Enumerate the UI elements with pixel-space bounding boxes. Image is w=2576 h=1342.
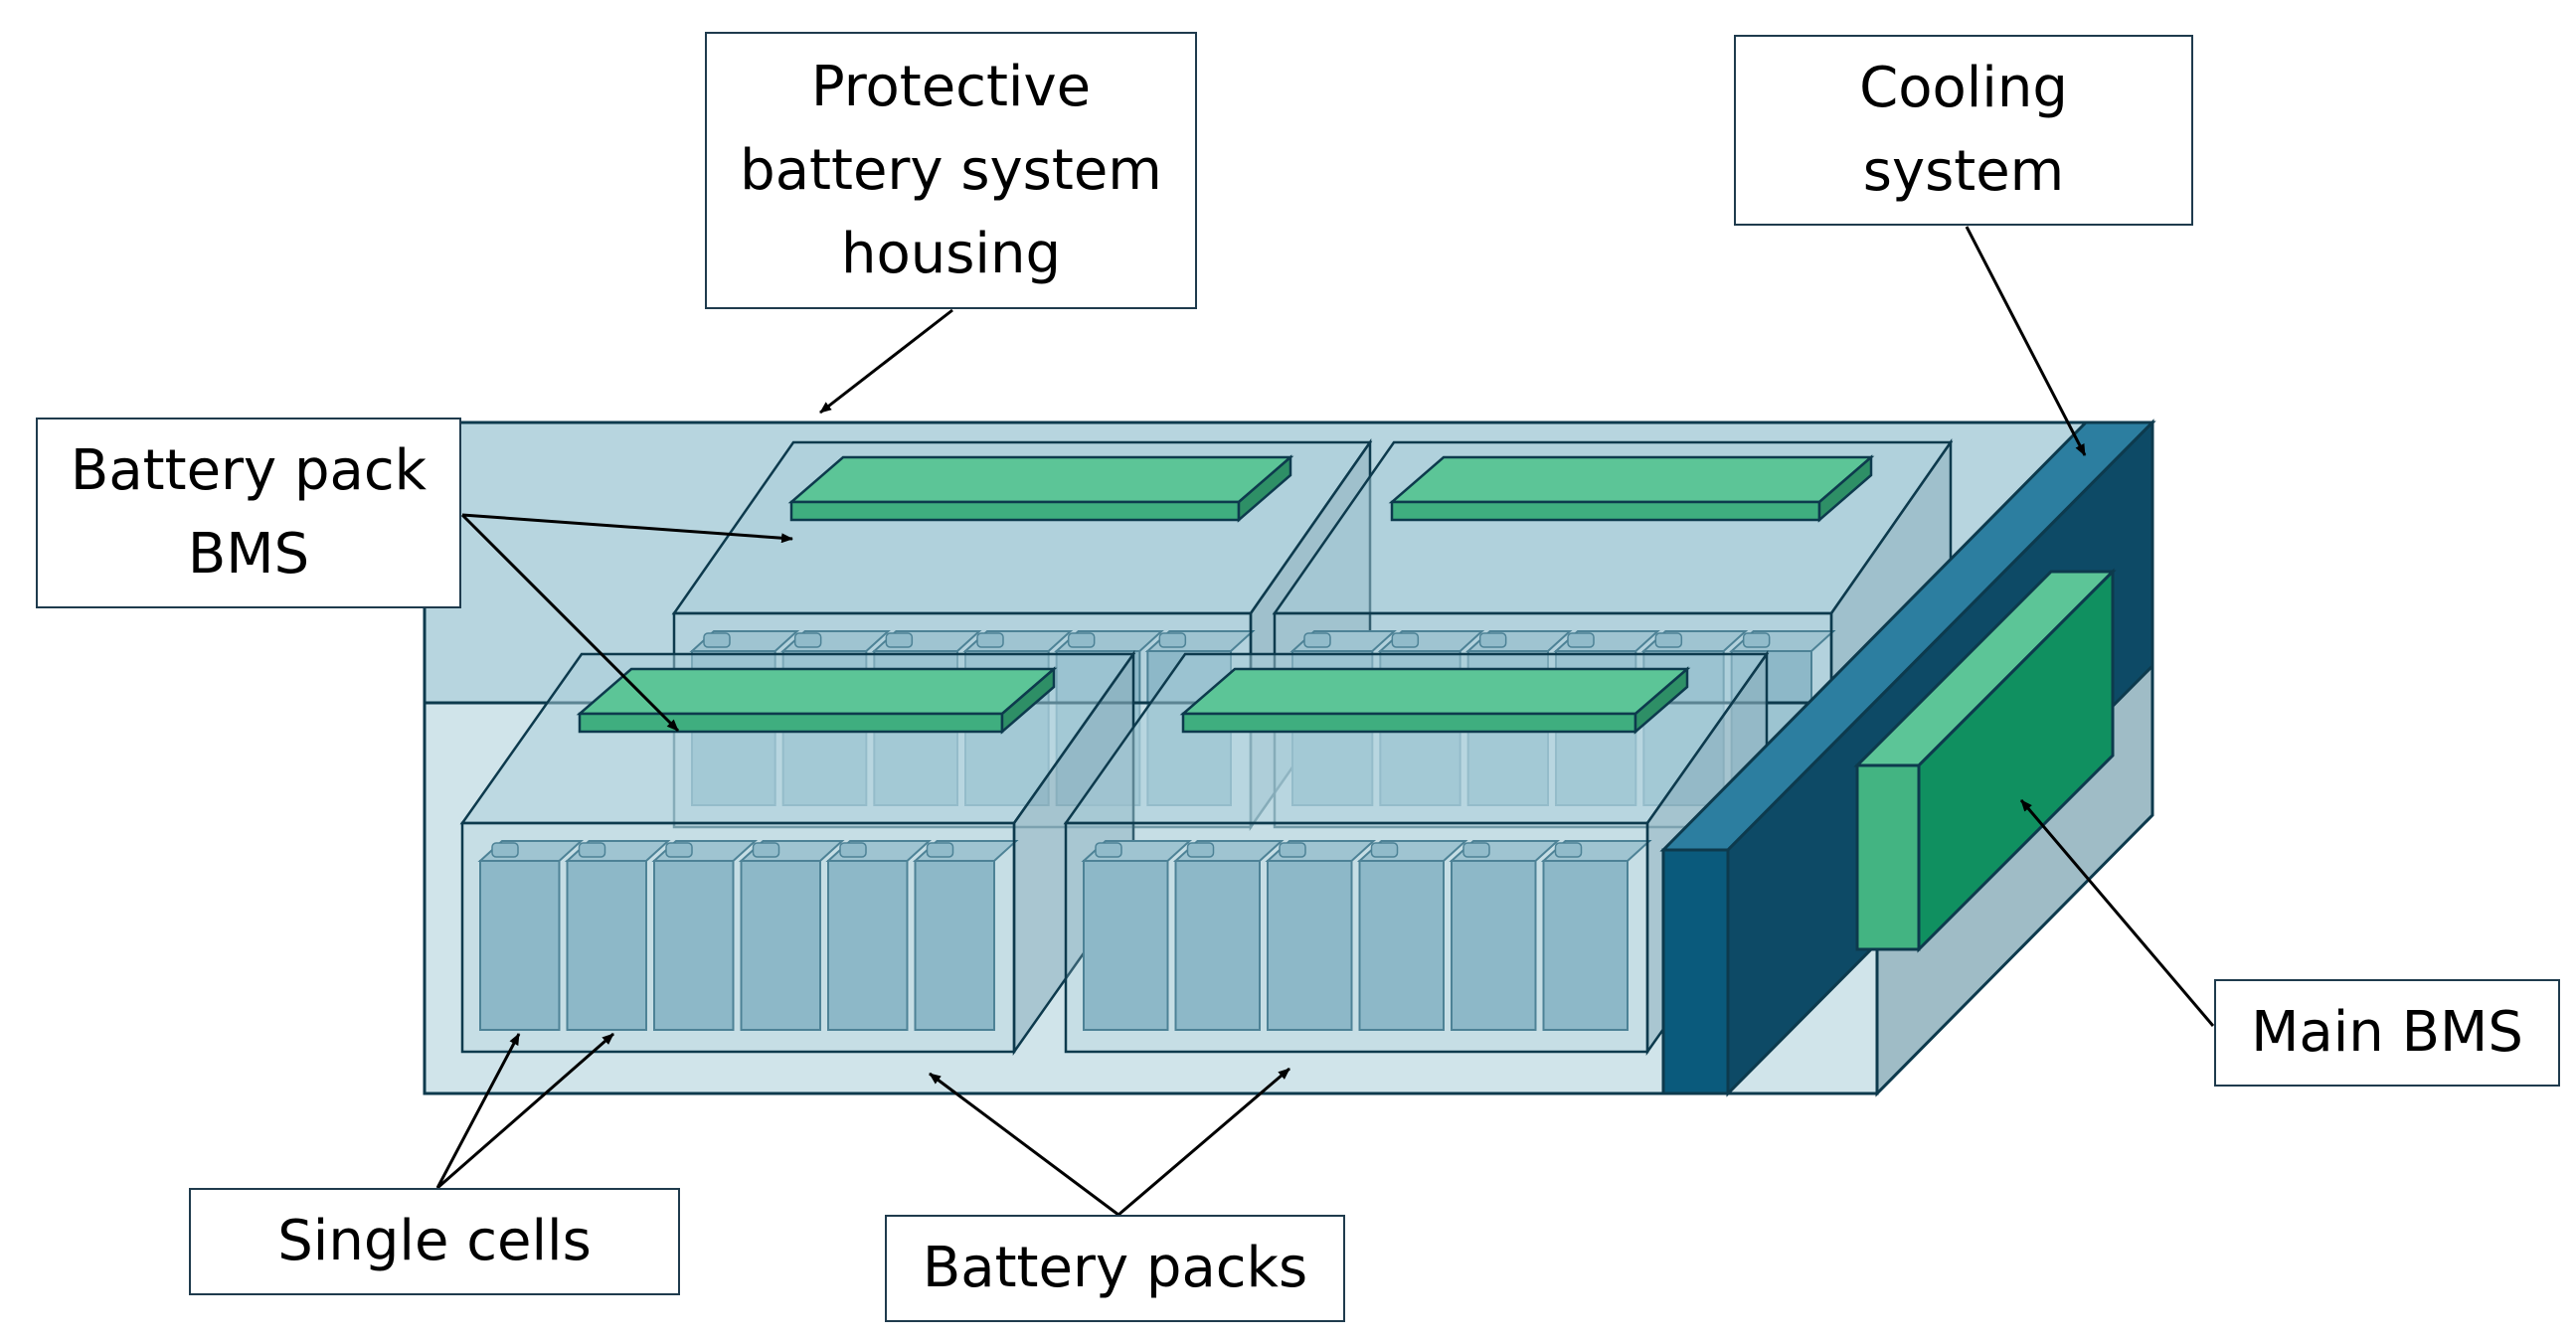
label-main-bms: Main BMS bbox=[2214, 979, 2560, 1087]
cell-terminal bbox=[1478, 632, 1507, 648]
single-cell bbox=[1542, 860, 1629, 1031]
cell-terminal bbox=[1567, 632, 1595, 648]
cell-terminal bbox=[1186, 842, 1215, 858]
cell-terminal bbox=[1391, 632, 1420, 648]
single-cell bbox=[914, 860, 995, 1031]
cell-terminal bbox=[1067, 632, 1096, 648]
arrow-pack-bms-2 bbox=[460, 513, 680, 733]
single-cell bbox=[1174, 860, 1261, 1031]
cell-terminal bbox=[1095, 842, 1122, 858]
pack-bms-board-front bbox=[578, 712, 1004, 734]
label-pack-bms: Battery pack BMS bbox=[36, 418, 461, 608]
cell-terminal bbox=[752, 842, 780, 858]
pack-bms-board-side bbox=[1817, 454, 1873, 523]
arrow-main-bms bbox=[2019, 799, 2215, 1027]
arrow-pack-bms-1 bbox=[461, 513, 793, 544]
arrow-battery-packs-2 bbox=[1117, 1067, 1290, 1217]
battery-pack-front-left bbox=[459, 650, 1136, 1056]
pack-bms-board-top bbox=[576, 667, 1058, 716]
cell-terminal bbox=[1303, 632, 1331, 648]
arrow-single-cells-1 bbox=[435, 1033, 521, 1189]
leader-arrows bbox=[435, 226, 2215, 1217]
arrow-housing bbox=[819, 308, 953, 415]
single-cell bbox=[566, 860, 647, 1031]
arrow-cooling bbox=[1965, 226, 2087, 456]
cell-terminal bbox=[793, 632, 822, 648]
cell-terminal bbox=[1742, 632, 1771, 648]
label-housing: Protective battery system housing bbox=[705, 32, 1197, 309]
single-cell bbox=[827, 860, 909, 1031]
cell-terminal bbox=[578, 842, 606, 858]
single-cell bbox=[1267, 860, 1353, 1031]
cell-terminal bbox=[1158, 632, 1187, 648]
arrow-battery-packs-1 bbox=[929, 1072, 1119, 1217]
label-battery-packs: Battery packs bbox=[885, 1215, 1345, 1322]
pack-bms-board-front bbox=[1181, 712, 1637, 734]
battery-pack-front-right bbox=[1063, 650, 1770, 1056]
cell-terminal bbox=[703, 632, 731, 648]
cell-terminal bbox=[491, 842, 519, 858]
cell-terminal bbox=[1370, 842, 1399, 858]
single-cell bbox=[740, 860, 821, 1031]
pack-bms-board-side bbox=[1237, 454, 1292, 523]
arrow-single-cells-2 bbox=[436, 1032, 614, 1190]
single-cell bbox=[653, 860, 735, 1031]
single-cell bbox=[1358, 860, 1445, 1031]
pack-front-face bbox=[460, 821, 1016, 1054]
label-cooling: Cooling system bbox=[1734, 35, 2193, 226]
single-cell bbox=[1451, 860, 1537, 1031]
cell-terminal bbox=[839, 842, 867, 858]
pack-bms-board-top bbox=[1388, 455, 1875, 504]
cell-terminal bbox=[976, 632, 1004, 648]
main-bms-front bbox=[1855, 763, 1921, 951]
main-bms-block bbox=[1853, 568, 2117, 953]
cell-terminal bbox=[926, 842, 954, 858]
cell-terminal bbox=[1462, 842, 1490, 858]
cell-terminal bbox=[1279, 842, 1306, 858]
pack-bms-board-front bbox=[1390, 500, 1821, 522]
pack-bms-board-top bbox=[787, 455, 1294, 504]
pack-front-face bbox=[1064, 821, 1649, 1054]
cell-terminal bbox=[665, 842, 693, 858]
cooling-system-front bbox=[1661, 848, 1730, 1095]
pack-bms-board-top bbox=[1179, 667, 1691, 716]
pack-bms-board-front bbox=[789, 500, 1241, 522]
pack-bms-board-side bbox=[1633, 666, 1689, 735]
label-single-cells: Single cells bbox=[189, 1188, 680, 1295]
cell-terminal bbox=[1554, 842, 1583, 858]
pack-bms-board-side bbox=[1000, 666, 1056, 735]
cell-terminal bbox=[1654, 632, 1683, 648]
front-battery-packs bbox=[459, 650, 1770, 1056]
cell-terminal bbox=[885, 632, 914, 648]
